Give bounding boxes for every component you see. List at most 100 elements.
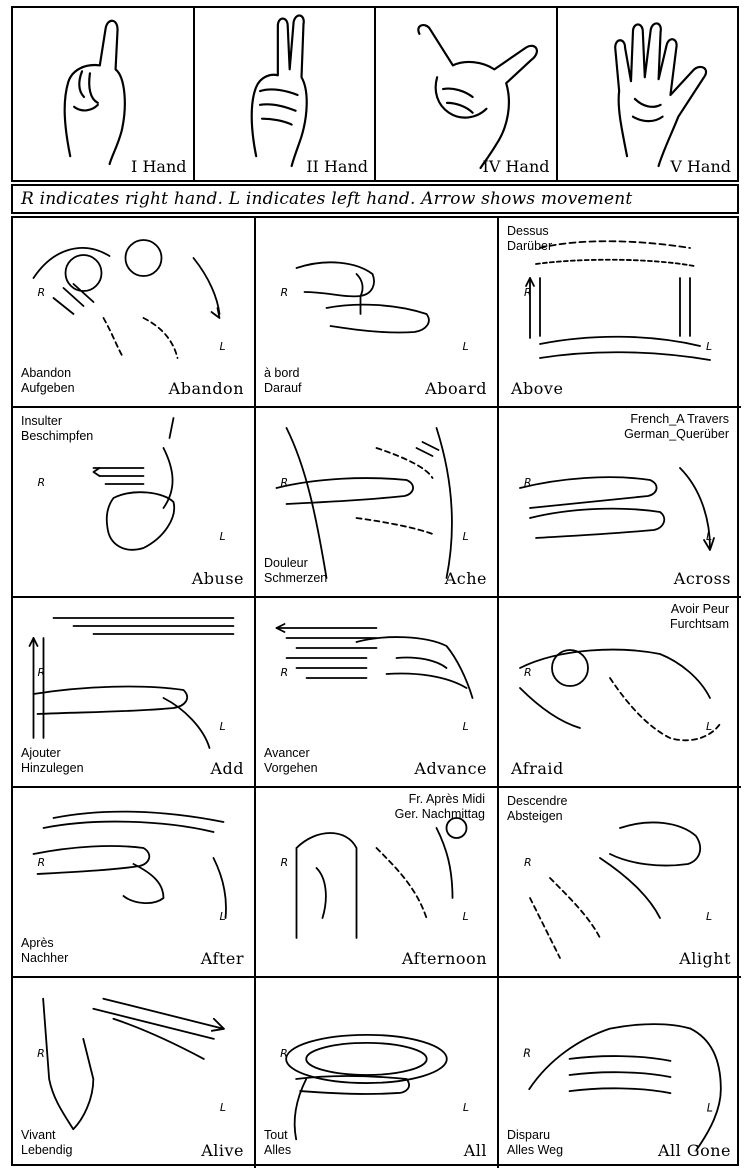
right-hand-mark: R [524, 286, 532, 299]
sign-word: After [200, 949, 244, 968]
sign-word: Alight [679, 949, 731, 968]
two-finger-hand-icon [250, 14, 308, 168]
translation-line: Douleur [264, 556, 308, 570]
right-hand-mark: R [281, 476, 289, 489]
left-hand-mark: L [463, 340, 469, 353]
one-finger-hand-icon [63, 19, 126, 166]
sign-illustration-icon: RL [32, 239, 226, 359]
sign-illustration-icon: RL [524, 240, 712, 361]
right-hand-mark: R [37, 1047, 45, 1060]
sign-word: Abandon [168, 379, 244, 398]
right-hand-mark: R [524, 476, 532, 489]
translation-line: Descendre [507, 794, 568, 808]
open-palm-hand-icon [613, 22, 707, 168]
translation-line: Avoir Peur [670, 602, 729, 616]
right-hand-mark: R [38, 286, 46, 299]
left-hand-mark: L [463, 910, 469, 923]
sign-illustration-icon: RL [519, 467, 715, 551]
sign-language-chart: I Hand II Hand IV Hand [11, 6, 741, 1168]
sign-word: Ache [444, 569, 487, 588]
sign-illustration-icon: RL [38, 417, 226, 551]
sign-illustration-icon: RL [275, 427, 469, 579]
translation-line: Lebendig [21, 1143, 73, 1157]
translation-line: Ger. Nachmittag [394, 807, 485, 821]
sign-word: All Gone [657, 1141, 731, 1160]
sign-word: Afternoon [401, 949, 487, 968]
sign-word: All [463, 1141, 487, 1160]
sign-illustration-icon: RL [519, 648, 721, 742]
translation-line: Furchtsam [669, 617, 729, 631]
translation-line: Abandon [21, 366, 72, 380]
translation-line: à bord [264, 366, 300, 380]
right-hand-mark: R [280, 1047, 288, 1060]
sign-word: Advance [414, 759, 487, 778]
sign-word: Abuse [191, 569, 244, 588]
translation-line: Fr. Après Midi [408, 792, 485, 806]
translation-line: Nachher [21, 951, 69, 965]
translation-line: Disparu [507, 1128, 551, 1142]
sign-word: Aboard [425, 379, 487, 398]
left-hand-mark: L [220, 1101, 226, 1114]
right-hand-mark: R [524, 856, 532, 869]
left-hand-mark: L [463, 720, 469, 733]
sign-illustration-icon: RL [281, 817, 469, 939]
thumb-spread-hand-icon [417, 24, 538, 170]
left-hand-mark: L [706, 340, 712, 353]
left-hand-mark: L [463, 530, 469, 543]
left-hand-mark: L [220, 340, 226, 353]
hand-shape-label: V Hand [670, 157, 731, 176]
translation-line: German_Querüber [624, 427, 729, 441]
translation-line: Vorgehen [264, 761, 318, 775]
sign-illustration-icon: RL [281, 261, 469, 353]
left-hand-mark: L [706, 720, 712, 733]
sign-illustration-icon: RL [524, 821, 712, 959]
translation-line: French_A Travers [630, 412, 729, 426]
translation-line: Après [21, 936, 54, 950]
translation-line: Insulter [21, 414, 62, 428]
sign-word: Above [511, 379, 564, 398]
left-hand-mark: L [220, 720, 226, 733]
right-hand-mark: R [38, 666, 46, 679]
sign-illustration-icon: RL [32, 810, 227, 923]
left-hand-mark: L [463, 1101, 469, 1114]
hand-shapes-row: I Hand II Hand IV Hand [11, 6, 739, 182]
sign-illustration-icon: RL [280, 1033, 469, 1141]
translation-line: Alles Weg [507, 1143, 564, 1157]
sign-word: Alive [201, 1141, 244, 1160]
left-hand-mark: L [707, 1101, 713, 1114]
sign-illustration-icon: RL [523, 1023, 722, 1151]
translation-line: Vivant [21, 1128, 56, 1142]
right-hand-mark: R [281, 856, 289, 869]
right-hand-mark: R [38, 856, 46, 869]
sign-word: Afraid [511, 759, 564, 778]
hand-shape-4: V Hand [558, 8, 738, 180]
hand-shape-1: I Hand [13, 8, 195, 180]
translation-line: Tout [264, 1128, 288, 1142]
right-hand-mark: R [281, 666, 289, 679]
